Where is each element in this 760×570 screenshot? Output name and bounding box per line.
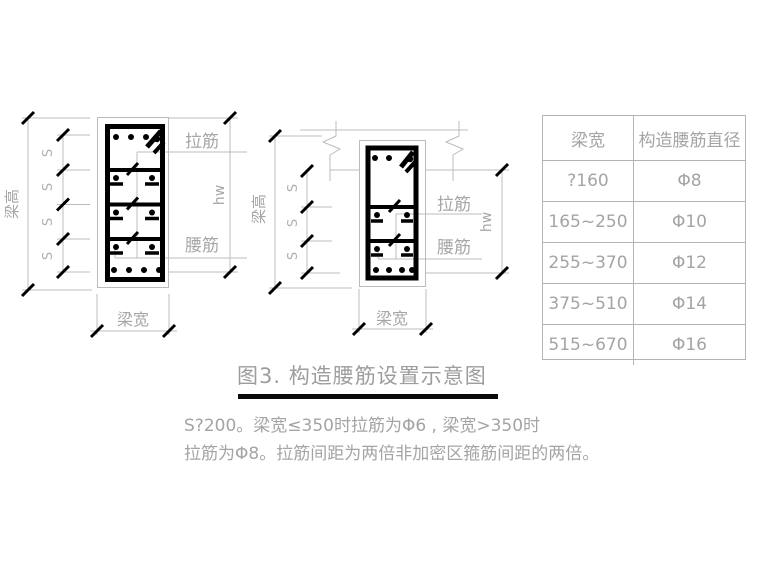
web-height-label: hw xyxy=(479,212,495,232)
table-row: 515~670 Φ16 xyxy=(543,324,745,365)
table-row: 255~370 Φ12 xyxy=(543,242,745,283)
table-header-row: 梁宽 构造腰筋直径 xyxy=(543,116,745,160)
middle-stirrup-and-rebar xyxy=(365,145,419,281)
left-beam-section-diagram: 梁高 S S S S 拉筋 腰筋 hw 梁宽 xyxy=(3,110,247,339)
left-labels: 梁高 S S S S 拉筋 腰筋 hw 梁宽 xyxy=(3,132,228,329)
stirrup-outline xyxy=(365,145,419,281)
middle-gray-lines xyxy=(269,121,509,333)
waist-bar-diameter-table: 梁宽 构造腰筋直径 ?160 Φ8 165~250 Φ10 255~370 Φ1… xyxy=(542,115,746,365)
middle-dimension-ticks xyxy=(267,128,510,337)
stirrup-outline xyxy=(105,124,165,282)
beam-width-label: 梁宽 xyxy=(376,309,408,328)
middle-beam-section-diagram: 梁高 S S S 拉筋 腰筋 hw 梁宽 xyxy=(250,121,510,337)
left-dimension-ticks xyxy=(20,110,238,339)
slab-break-line xyxy=(444,121,465,181)
note-line-1: S?200。梁宽≤350时拉筋为Φ6 , 梁宽>350时 xyxy=(184,416,541,436)
beam-width-cell: 515~670 xyxy=(543,325,634,365)
slab-break-line xyxy=(321,121,342,181)
beam-height-label: 梁高 xyxy=(250,194,268,224)
beam-width-label: 梁宽 xyxy=(117,310,149,329)
web-height-label: hw xyxy=(212,185,228,205)
spacing-label: S xyxy=(286,219,301,227)
stirrup-hook xyxy=(145,129,163,149)
spacing-label: S xyxy=(41,218,56,226)
spacing-label: S xyxy=(286,252,301,260)
col-header-beam-width: 梁宽 xyxy=(543,116,634,160)
beam-width-cell: 375~510 xyxy=(543,284,634,324)
tie-bar-label: 拉筋 xyxy=(185,132,219,152)
figure-notes: S?200。梁宽≤350时拉筋为Φ6 , 梁宽>350时 拉筋为Φ8。拉筋间距为… xyxy=(184,412,600,468)
diameter-cell: Φ16 xyxy=(671,335,707,355)
spacing-label: S xyxy=(41,149,56,157)
note-line-2: 拉筋为Φ8。拉筋间距为两倍非加密区箍筋间距的两倍。 xyxy=(184,444,600,464)
table-row: 165~250 Φ10 xyxy=(543,201,745,242)
concrete-outline xyxy=(97,117,169,288)
waist-bar-label: 腰筋 xyxy=(437,238,471,258)
spacing-label: S xyxy=(41,183,56,191)
table-row: 375~510 Φ14 xyxy=(543,283,745,324)
beam-height-label: 梁高 xyxy=(3,189,21,219)
diameter-cell: Φ8 xyxy=(677,171,702,191)
spacing-label: S xyxy=(286,184,301,192)
middle-labels: 梁高 S S S 拉筋 腰筋 hw 梁宽 xyxy=(250,184,495,328)
diameter-cell: Φ14 xyxy=(671,294,707,314)
beam-width-cell: 165~250 xyxy=(543,202,634,242)
figure-title: 图3. 构造腰筋设置示意图 xyxy=(237,364,487,388)
diameter-cell: Φ12 xyxy=(671,253,707,273)
tie-bar-label: 拉筋 xyxy=(437,195,471,215)
table-row: ?160 Φ8 xyxy=(543,160,745,201)
left-stirrup-and-rebar xyxy=(105,124,166,282)
title-underline xyxy=(238,394,498,399)
diameter-cell: Φ10 xyxy=(671,212,707,232)
stirrup-hook xyxy=(399,150,415,169)
spacing-label: S xyxy=(41,252,56,260)
col-header-waist-bar-diameter: 构造腰筋直径 xyxy=(638,130,741,151)
beam-width-cell: ?160 xyxy=(543,161,634,201)
beam-width-cell: 255~370 xyxy=(543,243,634,283)
waist-bar-label: 腰筋 xyxy=(185,236,219,256)
